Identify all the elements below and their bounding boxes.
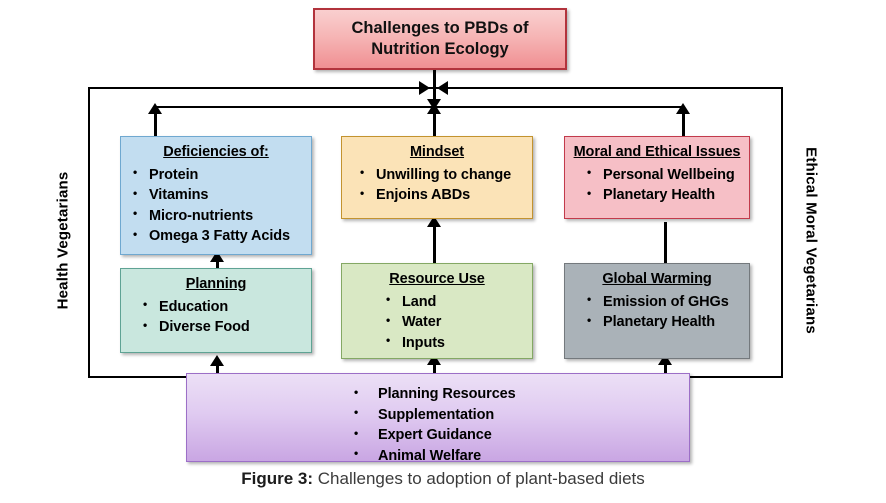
- node-resource-list: Land Water Inputs: [382, 291, 524, 354]
- node-deficiencies-list: Protein Vitamins Micro-nutrients Omega 3…: [129, 164, 303, 247]
- arrowhead-moral-riser: [676, 103, 690, 114]
- node-mindset-title: Mindset: [409, 144, 465, 160]
- node-warming-title: Global Warming: [602, 271, 712, 287]
- figure-caption-label: Figure 3:: [241, 469, 314, 488]
- arrowhead-mindset-riser: [427, 103, 441, 114]
- list-item: Land: [382, 291, 524, 313]
- node-global-warming: Global Warming Emission of GHGs Planetar…: [564, 263, 750, 359]
- list-item: Protein: [129, 164, 303, 186]
- arrowhead-resource-to-mindset: [427, 216, 441, 227]
- node-planning: Planning Education Diverse Food: [120, 268, 312, 353]
- node-planning-list: Education Diverse Food: [139, 296, 303, 338]
- arrowhead-solutions-to-planning: [210, 355, 224, 366]
- node-challenges-to-pbds: Challenges to PBDs of Nutrition Ecology: [313, 8, 567, 70]
- list-item: Planetary Health: [583, 312, 741, 333]
- connector-moral-to-collector: [682, 106, 685, 136]
- connector-frame-to-top-node: [433, 62, 436, 110]
- node-warming-list: Emission of GHGs Planetary Health: [583, 291, 741, 333]
- list-item: Diverse Food: [139, 317, 303, 338]
- node-top-title-line1: Challenges to PBDs of: [351, 18, 529, 37]
- arrowhead-planning-to-deficiencies: [210, 251, 224, 262]
- list-item: Vitamins: [129, 185, 303, 206]
- list-item: Planetary Health: [583, 185, 741, 206]
- connector-warming-to-moral: [664, 222, 667, 265]
- node-moral-list: Personal Wellbeing Planetary Health: [583, 164, 741, 206]
- list-item: Education: [139, 296, 303, 318]
- collector-line-upper-tier: [155, 106, 683, 108]
- figure-caption-text: Challenges to adoption of plant-based di…: [313, 469, 645, 488]
- arrowhead-deficiencies-riser: [148, 103, 162, 114]
- node-top-title-line2: Nutrition Ecology: [371, 40, 509, 58]
- list-item: Inputs: [382, 332, 524, 354]
- list-item: Emission of GHGs: [583, 291, 741, 313]
- node-solutions: Planning Resources Supplementation Exper…: [186, 373, 690, 464]
- node-resource-title: Resource Use: [389, 271, 485, 287]
- side-label-health-vegetarians: Health Vegetarians: [54, 171, 72, 310]
- node-deficiencies-title: Deficiencies of:: [163, 144, 269, 160]
- list-item: Omega 3 Fatty Acids: [129, 226, 303, 247]
- arrowhead-right-frame-top: [419, 81, 430, 95]
- node-top-title: Challenges to PBDs of Nutrition Ecology: [352, 18, 529, 60]
- arrowhead-left-frame-top: [437, 81, 448, 95]
- node-planning-title: Planning: [185, 276, 247, 292]
- connector-planning-to-deficiencies: [216, 258, 219, 270]
- connector-deficiencies-to-collector: [154, 106, 157, 136]
- node-moral-and-ethical-issues: Moral and Ethical Issues Personal Wellbe…: [564, 136, 750, 219]
- list-item: Unwilling to change: [356, 164, 524, 186]
- node-mindset: Mindset Unwilling to change Enjoins ABDs: [341, 136, 533, 219]
- node-moral-title: Moral and Ethical Issues: [573, 144, 741, 160]
- node-deficiencies: Deficiencies of: Protein Vitamins Micro-…: [120, 136, 312, 255]
- list-item: Animal Welfare: [350, 445, 681, 467]
- node-solutions-list: Planning Resources Supplementation Exper…: [350, 384, 681, 466]
- node-mindset-list: Unwilling to change Enjoins ABDs: [356, 164, 524, 206]
- list-item: Micro-nutrients: [129, 205, 303, 227]
- list-item: Personal Wellbeing: [583, 164, 741, 186]
- arrowhead-solutions-to-warming: [658, 354, 672, 365]
- list-item: Enjoins ABDs: [356, 185, 524, 206]
- node-resource-use: Resource Use Land Water Inputs: [341, 263, 533, 359]
- list-item: Planning Resources: [350, 384, 681, 405]
- connector-resource-to-mindset: [433, 222, 436, 265]
- arrowhead-solutions-to-resource: [427, 354, 441, 365]
- figure-caption: Figure 3: Challenges to adoption of plan…: [0, 469, 886, 489]
- list-item: Supplementation: [350, 404, 681, 426]
- connector-mindset-to-collector: [433, 106, 436, 136]
- list-item: Water: [382, 312, 524, 333]
- side-label-ethical-moral-vegetarians: Ethical Moral Vegetarians: [802, 147, 820, 334]
- list-item: Expert Guidance: [350, 425, 681, 446]
